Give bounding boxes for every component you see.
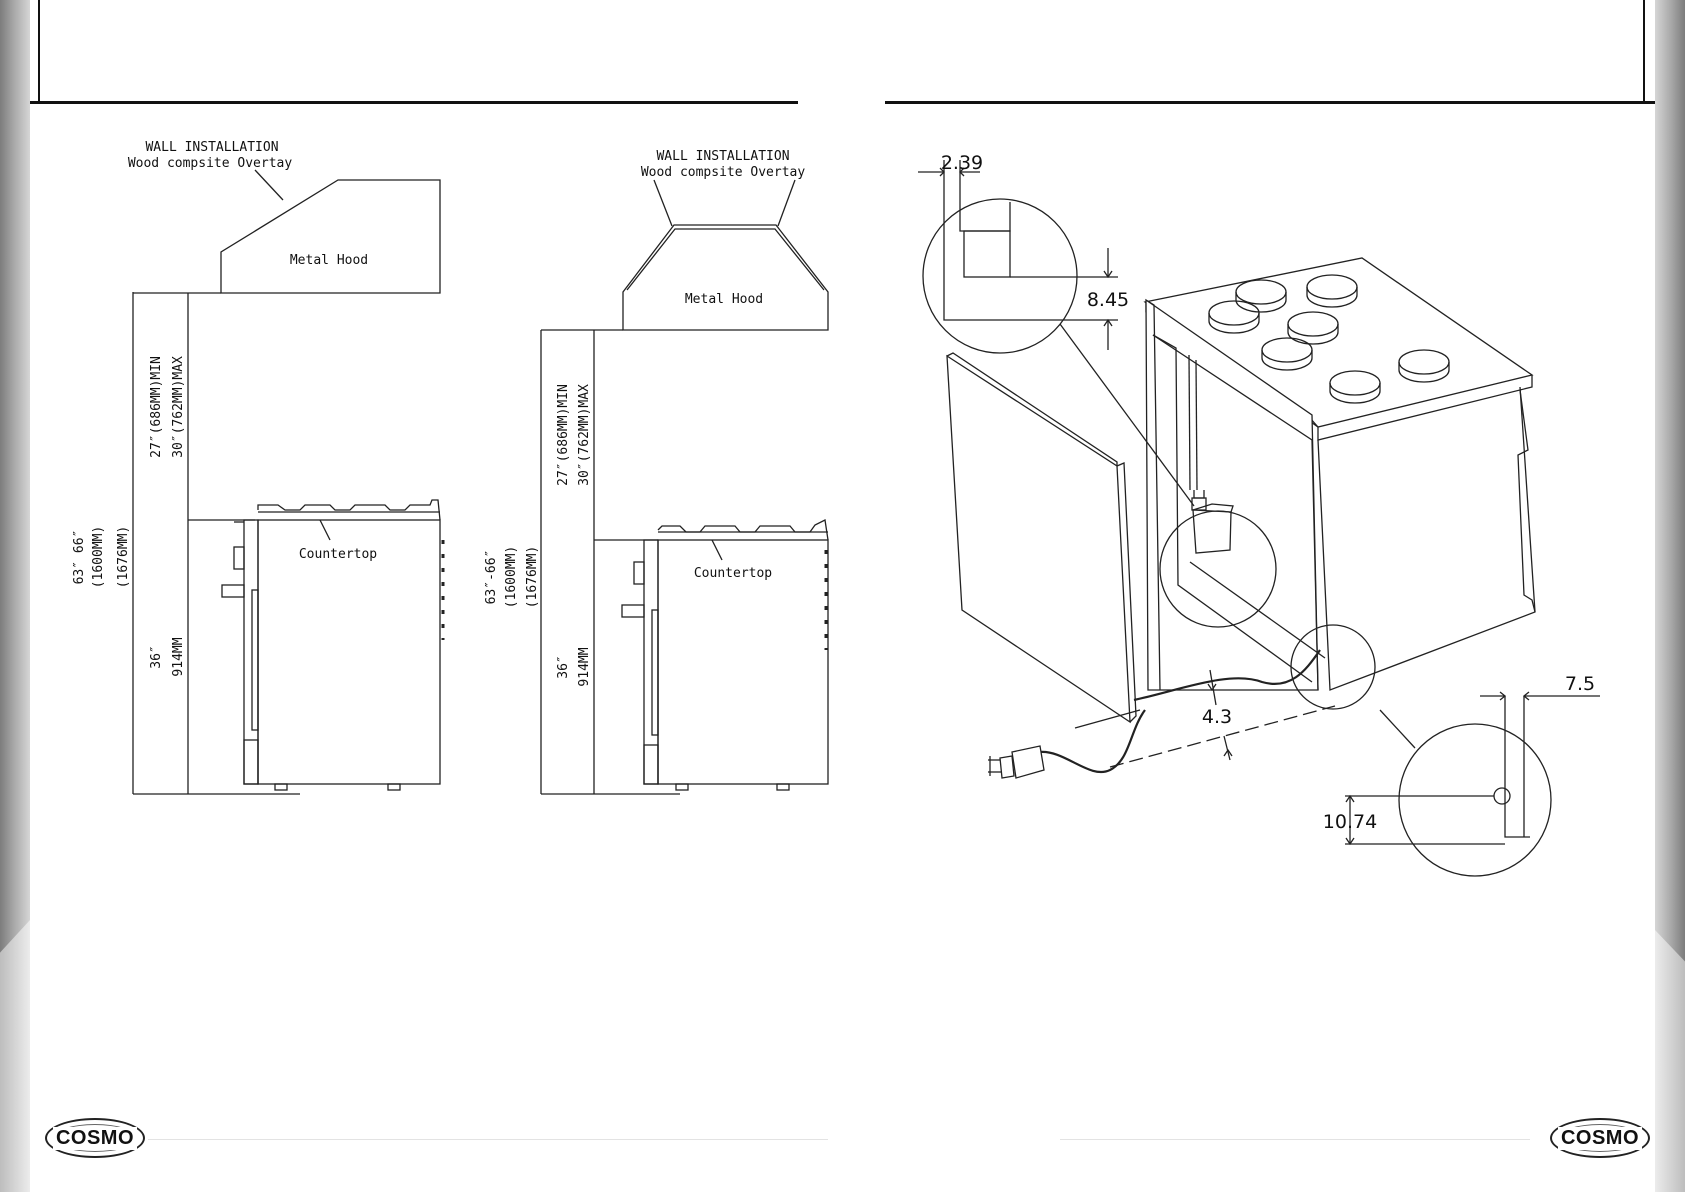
middle-range-side-view — [622, 520, 828, 790]
left-countertop-label: Countertop — [299, 547, 377, 562]
footer-rule-right — [1060, 1139, 1530, 1140]
left-counter-mm: 914MM — [171, 637, 186, 676]
left-clearance-max: 30″(762MM)MAX — [171, 356, 186, 458]
floor-panel — [947, 356, 1130, 722]
left-total-mm-a: (1600MM) — [91, 526, 106, 589]
left-total-mm-b: (1676MM) — [116, 526, 131, 589]
dim-7-5: 7.5 — [1565, 673, 1595, 695]
left-clearance-min: 27″(686MM)MIN — [149, 356, 164, 458]
dim-10-74: 10.74 — [1323, 811, 1377, 833]
dim-4-3: 4.3 — [1202, 706, 1232, 728]
middle-installation-diagram: WALL INSTALLATION Wood compsite Overtay … — [484, 149, 828, 794]
dim-8-45: 8.45 — [1087, 289, 1129, 311]
detail-circle-bottom — [1399, 724, 1551, 876]
back-wall-panel — [1146, 300, 1318, 690]
middle-overlay-leader-left — [654, 180, 672, 226]
middle-countertop-leader — [712, 540, 722, 560]
anti-tip-bracket — [1193, 510, 1231, 553]
left-installation-diagram: WALL INSTALLATION Wood compsite Overtay … — [72, 140, 443, 794]
middle-overlay-label: Wood compsite Overtay — [641, 165, 806, 180]
middle-countertop-label: Countertop — [694, 566, 772, 581]
middle-hood-label: Metal Hood — [685, 292, 763, 307]
cosmo-logo-left: COSMO — [45, 1118, 145, 1158]
power-plug — [1012, 746, 1044, 778]
middle-total-height: 63″-66″ — [484, 550, 499, 605]
right-anti-tip-diagram: 2.39 8.45 4.3 7.5 10.74 — [918, 152, 1600, 876]
left-overlay-leader — [255, 170, 283, 200]
cosmo-logo-right: COSMO — [1550, 1118, 1650, 1158]
left-counter-in: 36″ — [149, 645, 164, 668]
left-wall-installation-label: WALL INSTALLATION — [145, 140, 278, 155]
middle-metal-hood — [623, 225, 828, 330]
left-total-height: 63″ 66″ — [72, 530, 87, 585]
middle-total-mm-a: (1600MM) — [504, 546, 519, 609]
middle-clearance-min: 27″(686MM)MIN — [556, 384, 571, 486]
middle-overlay-leader-right — [778, 180, 795, 226]
left-range-side-view — [222, 500, 443, 790]
footer-rule-left — [148, 1139, 828, 1140]
dim-2-39: 2.39 — [941, 152, 983, 174]
left-hood-label: Metal Hood — [290, 253, 368, 268]
middle-counter-in: 36″ — [556, 655, 571, 678]
left-countertop-leader — [320, 520, 330, 540]
detail-circle-top — [923, 199, 1077, 353]
left-overlay-label: Wood compsite Overtay — [128, 156, 293, 171]
middle-clearance-max: 30″(762MM)MAX — [577, 384, 592, 486]
middle-wall-installation-label: WALL INSTALLATION — [656, 149, 789, 164]
middle-counter-mm: 914MM — [577, 647, 592, 686]
middle-total-mm-b: (1676MM) — [525, 546, 540, 609]
left-metal-hood — [221, 180, 440, 293]
